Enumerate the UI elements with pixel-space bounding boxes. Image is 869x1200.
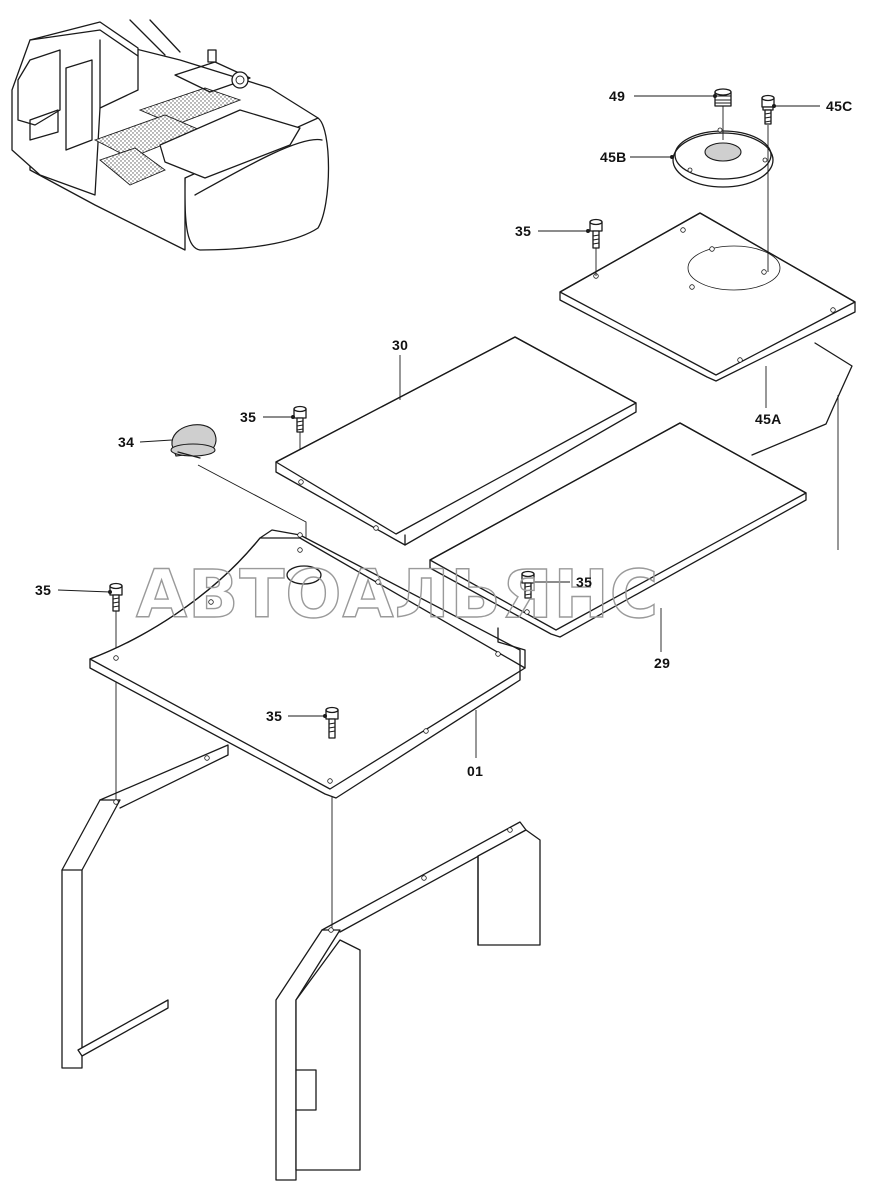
bolt-35-bottom xyxy=(325,706,339,739)
nut-49 xyxy=(714,88,732,107)
label-45a: 45A xyxy=(755,411,782,427)
label-49: 49 xyxy=(609,88,625,104)
bolt-35-plate29 xyxy=(521,570,535,599)
label-01: 01 xyxy=(467,763,483,779)
leader-dots xyxy=(108,94,776,718)
label-35-plate29: 35 xyxy=(576,574,592,590)
cap-34 xyxy=(170,424,217,459)
cover-30 xyxy=(275,336,637,546)
bolt-35-top-right xyxy=(589,218,603,249)
leader-lines xyxy=(57,95,820,758)
label-35-bottom: 35 xyxy=(266,708,282,724)
part-labels: 49 45C 45B 35 30 35 34 45A 35 35 29 35 0… xyxy=(35,88,853,779)
bolt-35-left xyxy=(109,582,123,612)
label-34: 34 xyxy=(118,434,134,450)
label-30: 30 xyxy=(392,337,408,353)
label-45b: 45B xyxy=(600,149,627,165)
label-35-plate30: 35 xyxy=(240,409,256,425)
frame-left xyxy=(61,744,229,1069)
bolt-45c xyxy=(761,94,775,125)
cover-45a xyxy=(559,212,856,382)
label-45c: 45C xyxy=(826,98,853,114)
cover-01 xyxy=(89,529,526,799)
gasket-45b xyxy=(672,127,774,188)
excavator-overview xyxy=(11,19,330,251)
frame-right xyxy=(275,821,541,1181)
bolt-35-plate30 xyxy=(293,405,307,433)
hood-edge xyxy=(751,342,853,456)
label-35-top: 35 xyxy=(515,223,531,239)
label-29: 29 xyxy=(654,655,670,671)
label-35-left: 35 xyxy=(35,582,51,598)
watermark-text: АВТОАЛЬЯНС xyxy=(136,556,659,633)
